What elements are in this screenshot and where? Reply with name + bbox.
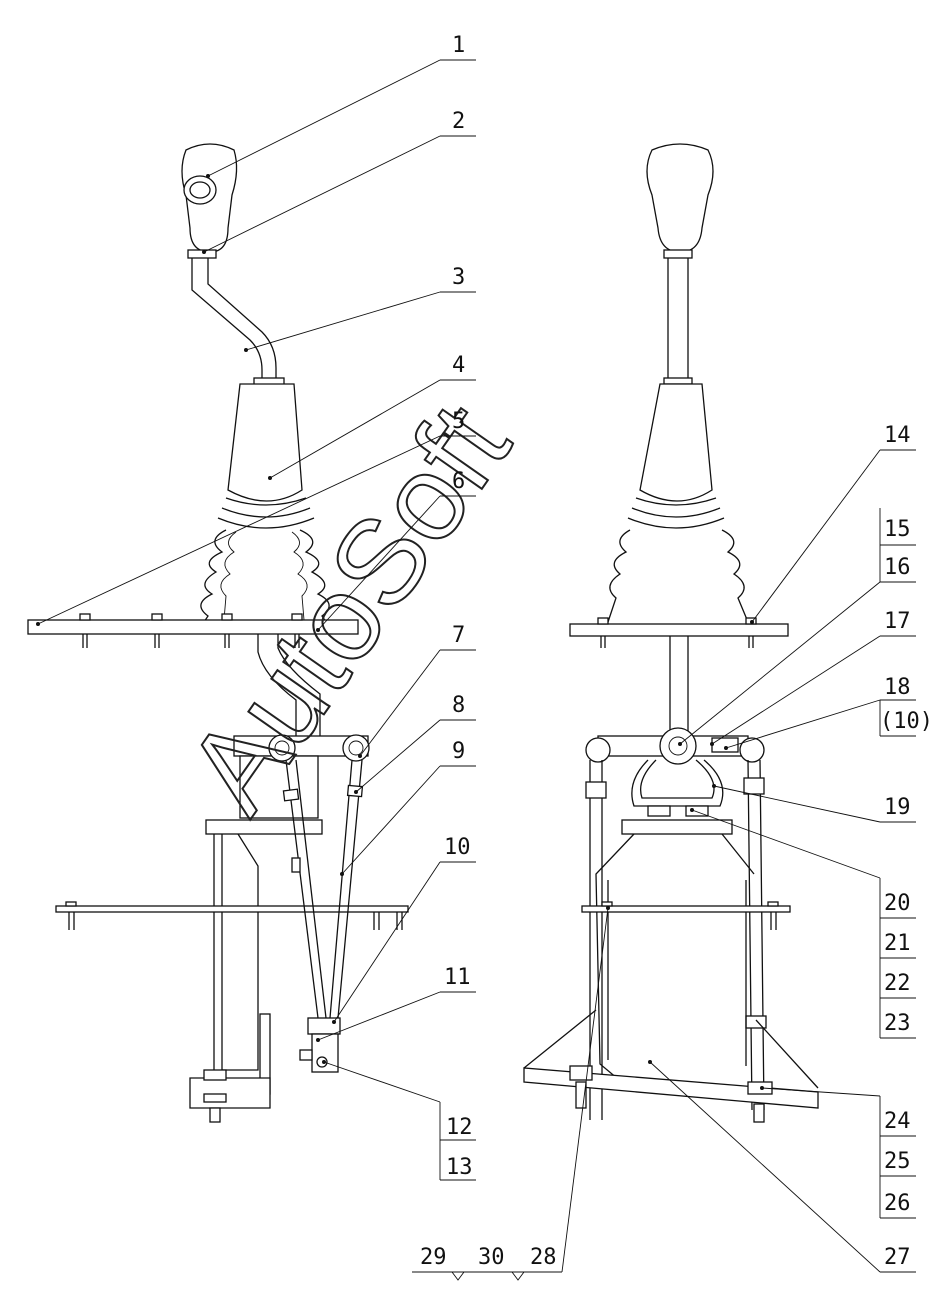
callout-10: 10 [444, 835, 471, 860]
callout-30: 30 [478, 1245, 505, 1270]
callout-25: 25 [884, 1149, 911, 1174]
side-cable-right [747, 759, 765, 1111]
pedestal-body [595, 833, 755, 1085]
lever-boot-cone [227, 383, 303, 502]
callout-8: 8 [452, 693, 465, 718]
callout-2: 2 [452, 109, 465, 134]
right-view [523, 143, 819, 1123]
callout-17: 17 [884, 609, 911, 634]
callout-23: 23 [884, 1011, 911, 1036]
pivot-hub [659, 727, 697, 765]
ball-joint-left-b [342, 734, 370, 762]
shift-knob-right [646, 143, 714, 253]
callout-5: 5 [452, 409, 465, 434]
callout-18-ref: (10) [880, 709, 933, 734]
callout-29: 29 [420, 1245, 447, 1270]
callout-1: 1 [452, 33, 465, 58]
callout-7: 7 [452, 623, 465, 648]
pedestal-base-flare [523, 1009, 819, 1089]
callout-16: 16 [884, 555, 911, 580]
shift-cable-a [285, 759, 327, 1019]
shift-lever-lower [257, 634, 297, 736]
callout-9: 9 [452, 739, 465, 764]
callout-28: 28 [530, 1245, 557, 1270]
bracket-shelf [205, 819, 323, 835]
lever-boot-cone-right [639, 383, 713, 502]
callout-4: 4 [452, 353, 465, 378]
floor-plate-right [581, 905, 791, 913]
shift-cable-b [329, 759, 363, 1019]
callout-26: 26 [884, 1191, 911, 1216]
support-bracket-left [213, 833, 259, 1078]
callout-12: 12 [446, 1115, 473, 1140]
watermark-text: AutoSoft [162, 381, 536, 835]
callout-18: 18 [884, 675, 911, 700]
ball-joint-left-a [268, 734, 296, 762]
lever-bellows [217, 497, 315, 529]
callout-11: 11 [444, 965, 471, 990]
pivot-housing [239, 755, 319, 819]
callout-15: 15 [884, 517, 911, 542]
u-bracket [631, 759, 724, 807]
callout-21: 21 [884, 931, 911, 956]
knob-button-inner [189, 181, 211, 199]
floor-plate-left [55, 905, 409, 913]
callout-6: 6 [452, 469, 465, 494]
knob-collar [187, 249, 217, 259]
callouts-left: 1 2 3 4 5 6 7 8 9 10 [36, 33, 476, 1181]
top-mounting-plate-right [569, 623, 789, 637]
bracket-foot [189, 1077, 271, 1109]
callout-14: 14 [884, 423, 911, 448]
side-cable-left [589, 760, 603, 1120]
shift-lever-upper [191, 258, 263, 380]
pedestal-base-plate [523, 1067, 819, 1109]
lever-bellows-right [627, 497, 725, 529]
callout-22: 22 [884, 971, 911, 996]
callout-3: 3 [452, 265, 465, 290]
left-view [27, 143, 409, 1123]
callout-24: 24 [884, 1109, 911, 1134]
callout-20: 20 [884, 891, 911, 916]
callout-13: 13 [446, 1155, 473, 1180]
callout-19: 19 [884, 795, 911, 820]
top-mounting-plate-left [27, 619, 359, 635]
callout-27: 27 [884, 1245, 911, 1270]
callouts-right: 14 15 16 17 18 (10) 19 20 21 22 [412, 423, 933, 1281]
